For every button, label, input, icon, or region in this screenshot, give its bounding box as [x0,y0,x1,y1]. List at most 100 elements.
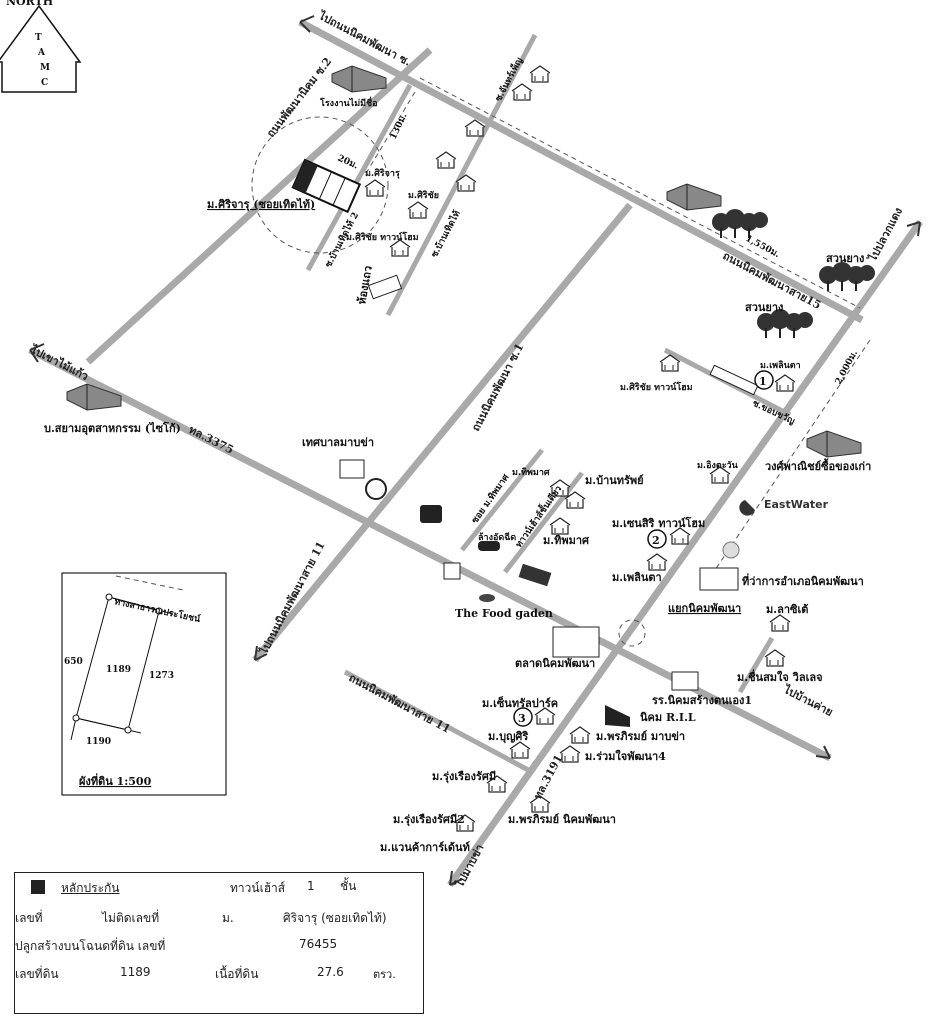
place-sirichai: ม.ศิริชัย [408,190,439,201]
house-icon [435,151,457,169]
road-thoet-thai-2 [305,83,413,272]
arrow-top-road [299,15,315,33]
place-senasiri: ม.เซนสิริ ทาวน์โฮม [612,516,705,530]
arrow-southeast [815,745,831,759]
road-line-11-lower [343,669,534,775]
place-district-office: ที่ว่าการอำเภอนิคมพัฒนา [742,573,864,588]
house-icon [364,179,386,197]
place-rungruang-2: ม.รุ่งเรืองรัศมี2 [393,813,465,827]
school-icon [671,671,699,691]
road-thipmat [460,448,544,552]
floors-unit: ชั้น [340,879,357,893]
industrial-estate-icon [605,705,630,727]
target-label: ม.ศิริจารุ (ซอยเทิดไท้) [207,197,315,212]
place-ril: นิคม R.I.L [640,711,696,724]
house-icon [534,707,556,725]
house-icon [549,517,571,535]
place-ploenta-1: ม.เพลินตา [760,360,801,371]
land-no-value: 1189 [120,965,151,979]
place-car-wash: ล้างอัดฉีด [478,532,516,543]
plot-lot-number: 1189 [106,665,131,675]
house-no-label: เลขที่ [15,911,43,925]
place-thipmat-1: ม.ทิพมาศ [512,467,550,478]
place-factory-noname: โรงงานไม่มีชื่อ [319,96,378,109]
place-ruamjai: ม.ร่วมใจพัฒนา4 [585,749,666,763]
direction-khao-mai-kaeo: ไปเขาไม้แก้ว [27,341,91,383]
house-icon [769,614,791,632]
plot-right-number: 1273 [149,671,174,681]
factory-icon [666,183,722,211]
place-thipmat-2: ม.ทิพมาศ [543,534,590,547]
place-ing-tawan: ม.อิงตะวัน [697,460,739,471]
house-icon [569,726,591,744]
plot-bottom-number: 1190 [86,737,111,747]
place-food-garden: The Food gaden [455,607,553,620]
place-sirijaru: ม.ศิริจารุ [365,168,400,179]
place-wong-panich: วงศ์พาณิชย์ซื้อของเก่า [765,458,871,473]
distance-2000: 2,000ม. [834,349,860,387]
ptt-logo-icon [365,478,387,500]
place-lasite: ม.ลาซิเต้ [766,603,808,616]
pin-icon [722,541,740,559]
north-letter: C [41,78,48,88]
rubber-tree-icon [818,261,876,292]
shophouse-icon [709,364,759,396]
arrow-southwest [254,645,268,661]
house-no-value: ไม่ติดเลขที่ [102,911,160,925]
house-icon [511,83,533,101]
direction-ban-khai: ไปบ้านค่าย [780,681,836,719]
place-siam-industry: บ.สยามอุตสาหกรรม (ไซโก้) [44,421,181,436]
arrow-northeast [906,221,921,237]
distance-line-1550 [419,77,861,309]
deed-label: ปลูกสร้างบนโฉนดที่ดิน เลขที่ [15,939,166,953]
shophouse-icon [367,274,403,300]
deed-value: 76455 [299,937,338,951]
road-soi-1 [252,202,633,663]
place-vancouver: ม.แวนค้าการ์เด้นท์ [380,841,470,854]
collateral-legend-label: หลักประกัน [61,881,120,895]
area-value: 27.6 [317,965,344,979]
factory-icon [806,430,862,458]
target-townhouse [291,158,362,214]
row-building-icon [518,563,552,587]
place-boonsiri: ม.บุญศิริ [488,730,528,744]
food-icon [479,594,495,602]
place-sirichai-town: ม.ศิริชัย ทาวน์โฮม [346,231,419,243]
house-icon [407,201,429,219]
place-rubber-1: สวนยาง [826,252,864,265]
north-letter: M [40,63,50,73]
area-unit: ตรว. [373,968,396,981]
road-thoet-thai [385,33,538,317]
place-school: รร.นิคมสร้างตนเอง1 [652,694,752,707]
junction-circle [618,619,646,647]
place-rungruang: ม.รุ่งเรืองรัศมี [432,770,496,784]
property-info-box: หลักประกัน ทาวน์เฮ้าส์ 1 ชั้น เลขที่ ไม่… [14,872,424,1014]
north-letter: T [35,33,42,43]
place-ploenta-2: ม.เพลินตา [612,571,662,584]
floors-value: 1 [307,879,315,893]
place-chuenchom: ม.ชื่นสมใจ วิลเลจ [737,669,823,684]
place-junction: แยกนิคมพัฒนา [668,602,741,615]
svg-text:3: 3 [518,712,526,725]
bank-logo-icon [420,505,442,523]
house-icon [764,649,786,667]
distance-20: 20ม. [336,154,360,172]
place-municipality: เทศบาลมาบข่า [302,436,374,449]
north-arrow: NORTH T A M C [0,0,82,93]
factory-icon [66,383,122,411]
market-icon [552,626,600,658]
road-townhouse [503,471,584,574]
eastwater-logo-icon [739,500,755,516]
distance-line-130 [364,91,416,176]
place-ban-sap: ม.บ้านทรัพย์ [585,474,644,487]
house-icon [529,65,551,83]
place-pornpirom: ม.พรภิรมย์ มาบข่า [596,730,685,743]
distance-1550: 1,550ม. [744,234,782,260]
property-type: ทาวน์เฮ้าส์ [230,881,286,895]
road-label-soi-2: ถนนพัฒนานิคม ซ.2 [264,55,334,140]
place-rubber-2: สวนยาง [745,301,783,314]
road-3191 [447,219,923,888]
factory-icon [331,65,387,93]
rubber-tree-icon [711,208,769,239]
marker-3: 3 [513,707,533,727]
